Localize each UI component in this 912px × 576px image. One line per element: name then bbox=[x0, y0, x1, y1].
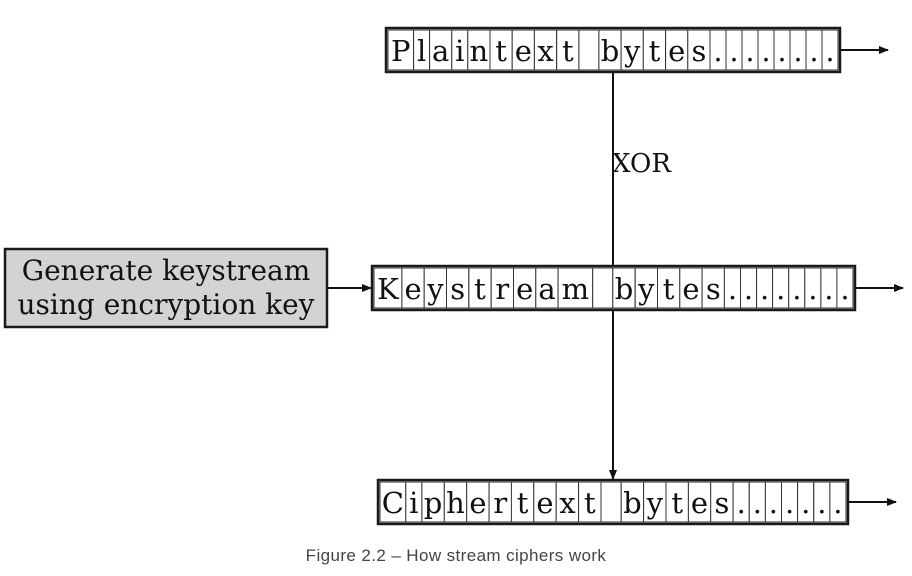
byte-char: t bbox=[495, 34, 507, 68]
xor-label: XOR bbox=[612, 149, 672, 179]
byte-char: h bbox=[446, 486, 465, 520]
byte-char: i bbox=[409, 486, 418, 520]
byte-placeholder-dot: . bbox=[744, 272, 753, 306]
byte-char: x bbox=[537, 34, 553, 68]
byte-char: t bbox=[562, 34, 574, 68]
byte-placeholder-dot: . bbox=[753, 486, 762, 520]
byte-placeholder-dot: . bbox=[737, 486, 746, 520]
byte-placeholder-dot: . bbox=[760, 272, 769, 306]
byte-char: e bbox=[515, 34, 532, 68]
byte-char: t bbox=[649, 34, 661, 68]
byte-char: m bbox=[562, 272, 590, 306]
byte-char: p bbox=[424, 486, 443, 520]
byte-placeholder-dot: . bbox=[792, 272, 801, 306]
byte-cell bbox=[578, 29, 600, 71]
byte-placeholder-dot: . bbox=[713, 34, 722, 68]
byte-char: l bbox=[417, 34, 426, 68]
byte-placeholder-dot: . bbox=[728, 272, 737, 306]
byte-cell bbox=[600, 481, 622, 523]
byte-char: x bbox=[559, 486, 575, 520]
byte-char: a bbox=[432, 34, 449, 68]
byte-placeholder-dot: . bbox=[769, 486, 778, 520]
byte-char: y bbox=[623, 34, 641, 68]
byte-placeholder-dot: . bbox=[745, 34, 754, 68]
byte-placeholder-dot: . bbox=[809, 34, 818, 68]
byte-char: e bbox=[682, 272, 699, 306]
byte-cell bbox=[387, 29, 415, 71]
byte-cell bbox=[836, 267, 854, 309]
byte-placeholder-dot: . bbox=[824, 272, 833, 306]
byte-char: P bbox=[391, 34, 411, 68]
byte-char: r bbox=[495, 272, 509, 306]
byte-cell bbox=[829, 481, 847, 523]
byte-char: t bbox=[474, 272, 486, 306]
byte-char: e bbox=[405, 272, 422, 306]
byte-placeholder-dot: . bbox=[777, 34, 786, 68]
byte-cell bbox=[557, 267, 594, 309]
byte-char: t bbox=[663, 272, 675, 306]
byte-char: y bbox=[646, 486, 664, 520]
byte-char: s bbox=[691, 34, 706, 68]
byte-char: b bbox=[601, 34, 620, 68]
byte-char: e bbox=[536, 486, 553, 520]
byte-char: K bbox=[377, 272, 400, 306]
byte-char: t bbox=[671, 486, 683, 520]
byte-placeholder-dot: . bbox=[825, 34, 834, 68]
byte-char: r bbox=[493, 486, 507, 520]
byte-char: e bbox=[691, 486, 708, 520]
byte-char: s bbox=[706, 272, 721, 306]
byte-char: n bbox=[470, 34, 489, 68]
byte-char: t bbox=[517, 486, 529, 520]
byte-char: b bbox=[615, 272, 634, 306]
byte-char: C bbox=[382, 486, 404, 520]
byte-cell bbox=[373, 267, 403, 309]
byte-placeholder-dot: . bbox=[785, 486, 794, 520]
byte-placeholder-dot: . bbox=[833, 486, 842, 520]
byte-char: e bbox=[516, 272, 533, 306]
byte-char: i bbox=[455, 34, 464, 68]
byte-placeholder-dot: . bbox=[729, 34, 738, 68]
byte-char: t bbox=[584, 486, 596, 520]
byte-cell bbox=[592, 267, 614, 309]
byte-char: e bbox=[668, 34, 685, 68]
byte-char: s bbox=[450, 272, 465, 306]
byte-char: y bbox=[637, 272, 655, 306]
byte-placeholder-dot: . bbox=[776, 272, 785, 306]
byte-char: e bbox=[469, 486, 486, 520]
byte-placeholder-dot: . bbox=[761, 34, 770, 68]
byte-placeholder-dot: . bbox=[801, 486, 810, 520]
keystream-generator-box: Generate keystream using encryption key bbox=[3, 247, 329, 329]
figure-caption: Figure 2.2 – How stream ciphers work bbox=[305, 546, 607, 565]
byte-cell bbox=[379, 481, 407, 523]
generator-line-2: using encryption key bbox=[18, 288, 315, 321]
byte-placeholder-dot: . bbox=[808, 272, 817, 306]
byte-char: s bbox=[714, 486, 729, 520]
byte-char: a bbox=[538, 272, 555, 306]
byte-placeholder-dot: . bbox=[793, 34, 802, 68]
byte-placeholder-dot: . bbox=[817, 486, 826, 520]
generator-line-1: Generate keystream bbox=[22, 254, 311, 287]
byte-placeholder-dot: . bbox=[840, 272, 849, 306]
byte-cell bbox=[821, 29, 839, 71]
byte-char: y bbox=[426, 272, 444, 306]
byte-char: b bbox=[623, 486, 642, 520]
